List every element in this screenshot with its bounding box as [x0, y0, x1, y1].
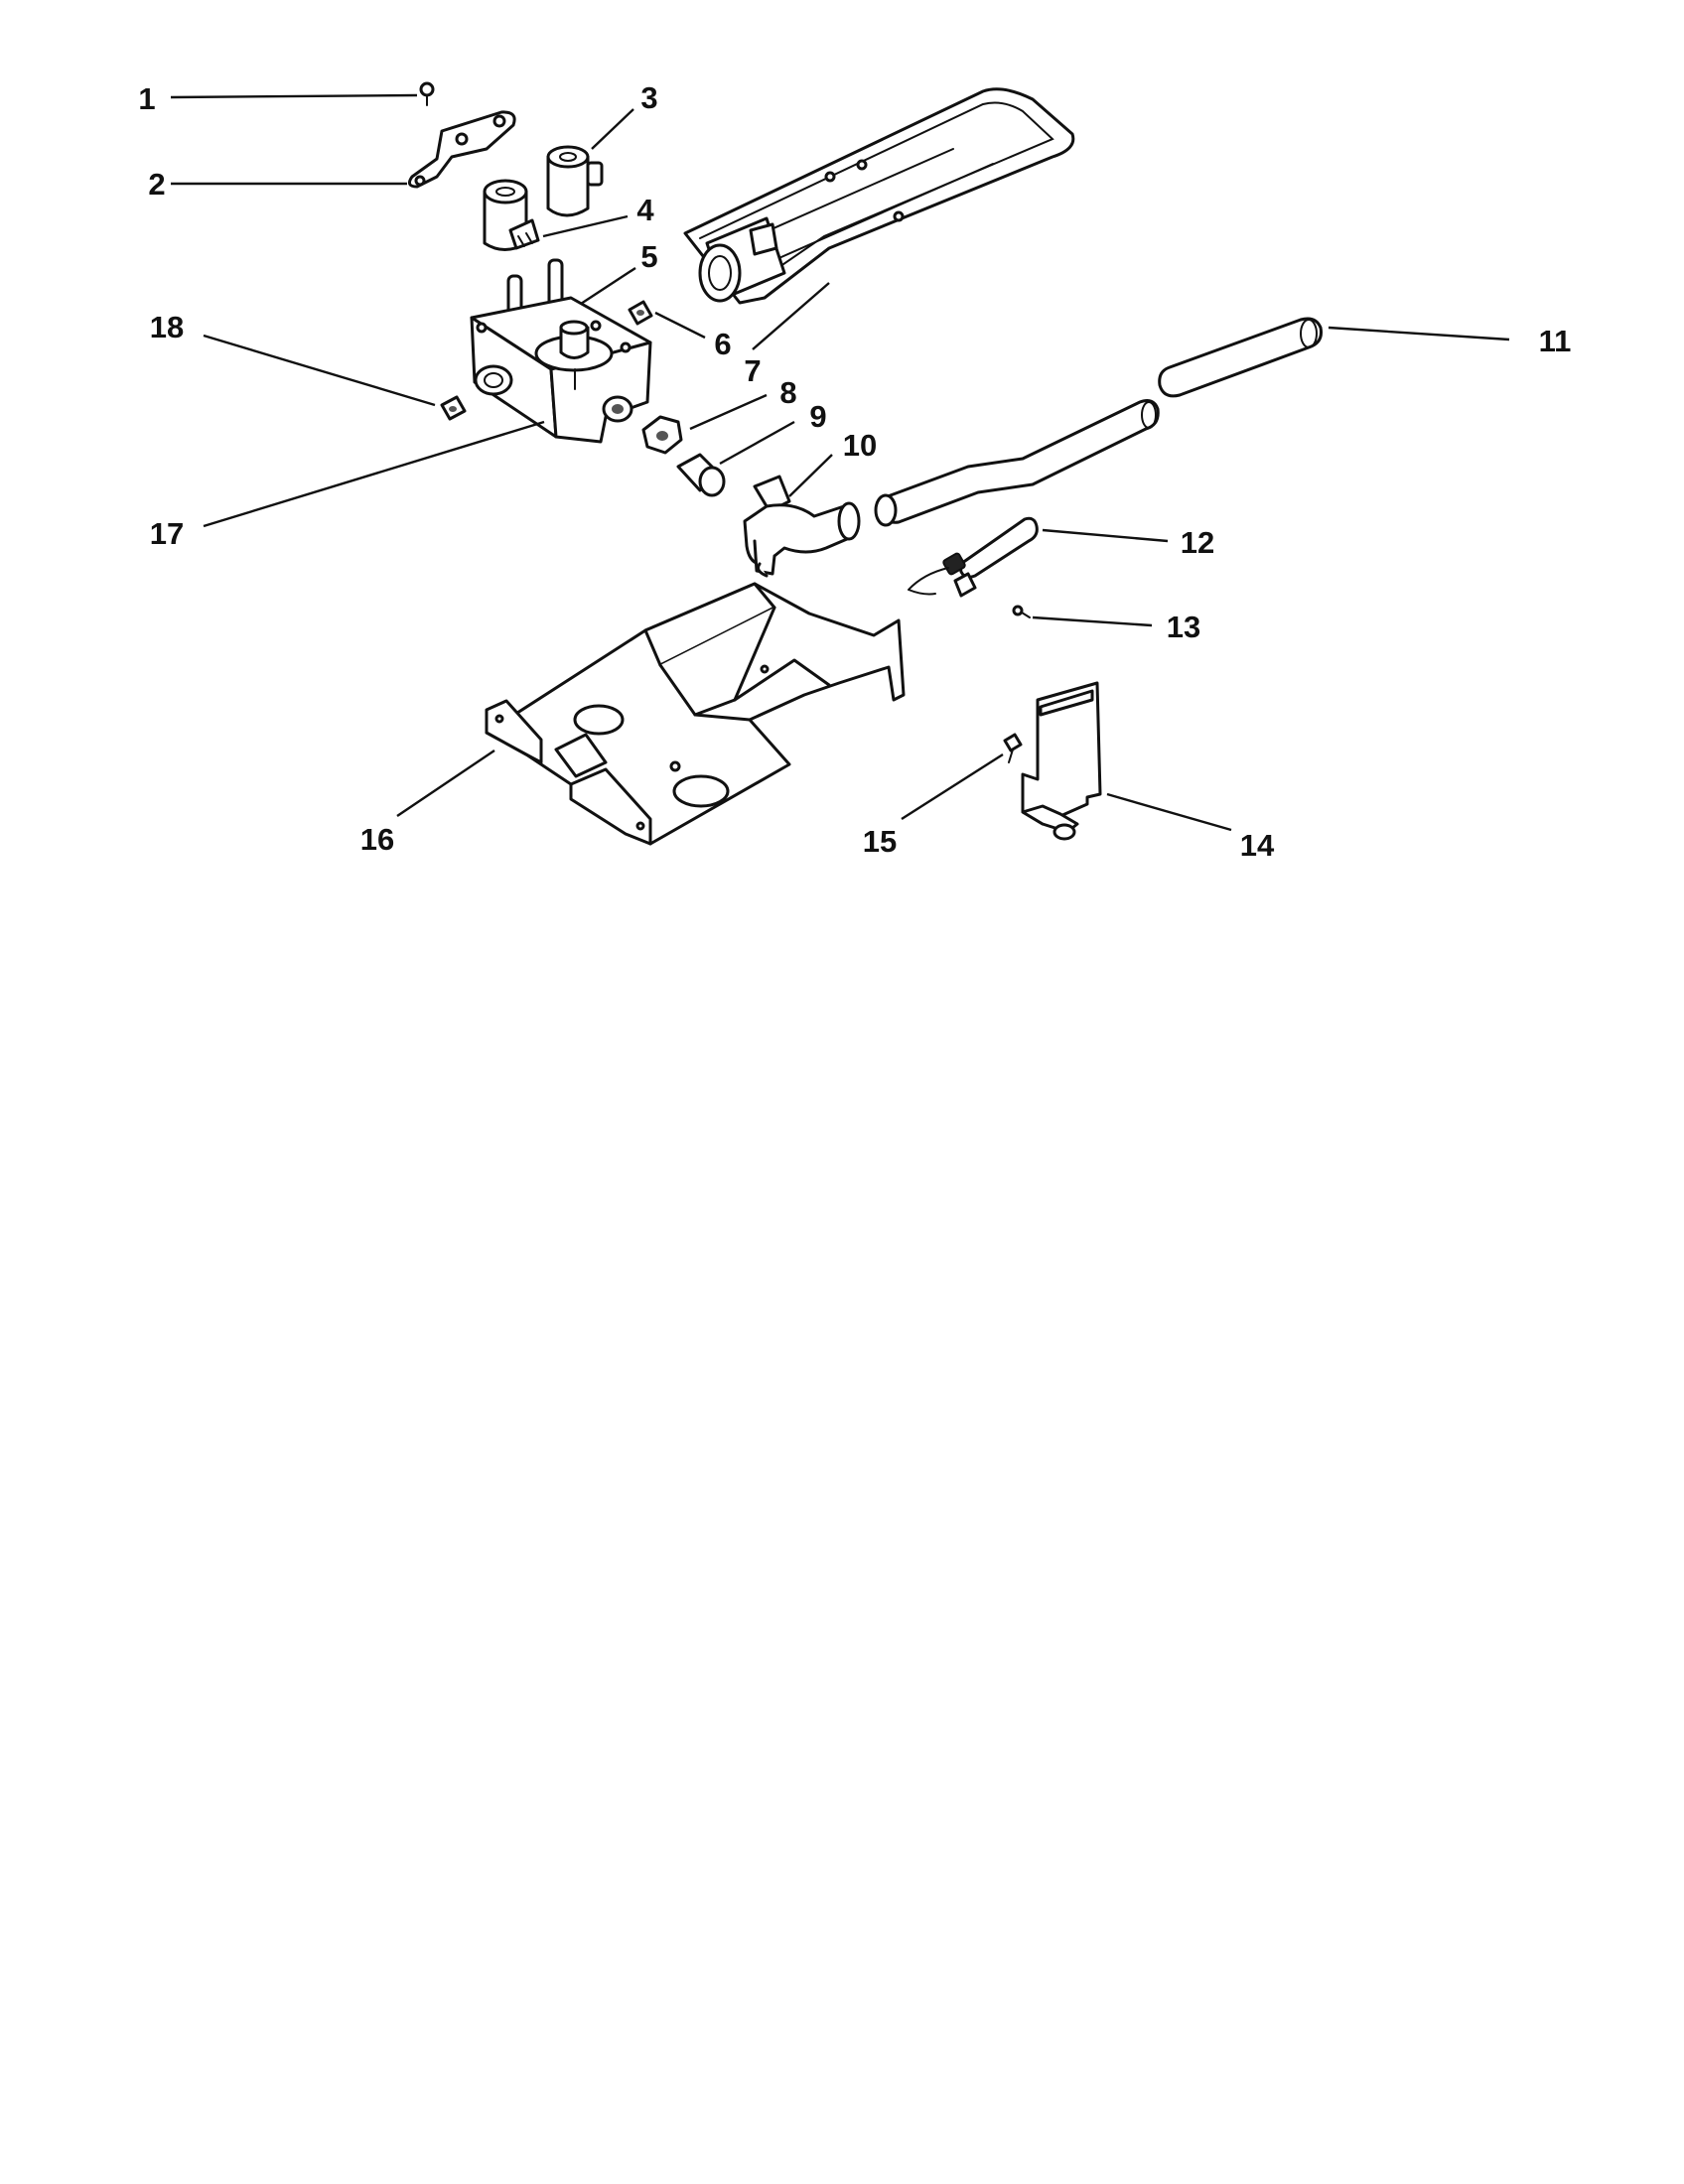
part-12-igniter	[908, 516, 1039, 598]
callout-9: 9	[809, 399, 826, 434]
leader-15	[901, 752, 1004, 821]
part-4-solenoid-coil	[483, 179, 540, 251]
callout-7: 7	[744, 353, 761, 388]
part-9-spud	[676, 453, 726, 497]
part-18-orifice	[440, 395, 467, 421]
leader-18	[203, 334, 436, 407]
callout-16: 16	[360, 822, 394, 857]
leader-7	[752, 282, 830, 350]
callout-3: 3	[640, 80, 657, 115]
leader-4	[542, 214, 629, 238]
leader-3	[591, 108, 634, 150]
leader-14	[1106, 792, 1232, 832]
callout-13: 13	[1167, 610, 1200, 644]
part-10-elbow	[743, 475, 861, 578]
part-15-screw	[1003, 733, 1023, 763]
part-2-bracket	[407, 110, 516, 189]
leader-13	[1032, 615, 1153, 627]
leader-12	[1042, 528, 1169, 543]
callout-12: 12	[1181, 525, 1214, 560]
callout-10: 10	[843, 428, 877, 463]
part-11-tube	[874, 317, 1323, 527]
leader-8	[689, 393, 768, 431]
part-16-plate	[485, 582, 906, 846]
part-8-nut	[641, 415, 683, 455]
leader-9	[719, 420, 795, 466]
leader-lines	[170, 93, 1510, 832]
callout-1: 1	[138, 81, 155, 116]
leader-16	[396, 750, 495, 817]
callout-6: 6	[714, 327, 731, 361]
callout-17: 17	[150, 516, 184, 551]
callout-14: 14	[1240, 828, 1275, 863]
leader-17	[203, 420, 545, 528]
part-13-screw	[1012, 605, 1031, 618]
callout-labels: 1 2 3 4 5 6 7 8 9 10 11 12 13 14 15 16 1…	[138, 80, 1571, 863]
part-1-screw	[419, 81, 435, 106]
callout-8: 8	[779, 375, 796, 410]
callout-2: 2	[148, 167, 165, 202]
leader-10	[788, 454, 833, 497]
callout-5: 5	[640, 239, 657, 274]
leader-11	[1328, 326, 1510, 341]
part-14-bracket	[1021, 681, 1102, 841]
part-3-solenoid-coil	[546, 145, 604, 217]
leader-6	[654, 311, 706, 340]
leader-5	[580, 266, 636, 306]
part-17-valve-body	[470, 258, 652, 444]
callout-4: 4	[636, 193, 654, 227]
callout-15: 15	[863, 824, 897, 859]
leader-1	[170, 93, 418, 99]
part-7-burner	[683, 87, 1075, 305]
callout-18: 18	[150, 310, 184, 344]
callout-11: 11	[1539, 324, 1572, 358]
part-6-orifice	[628, 300, 653, 326]
